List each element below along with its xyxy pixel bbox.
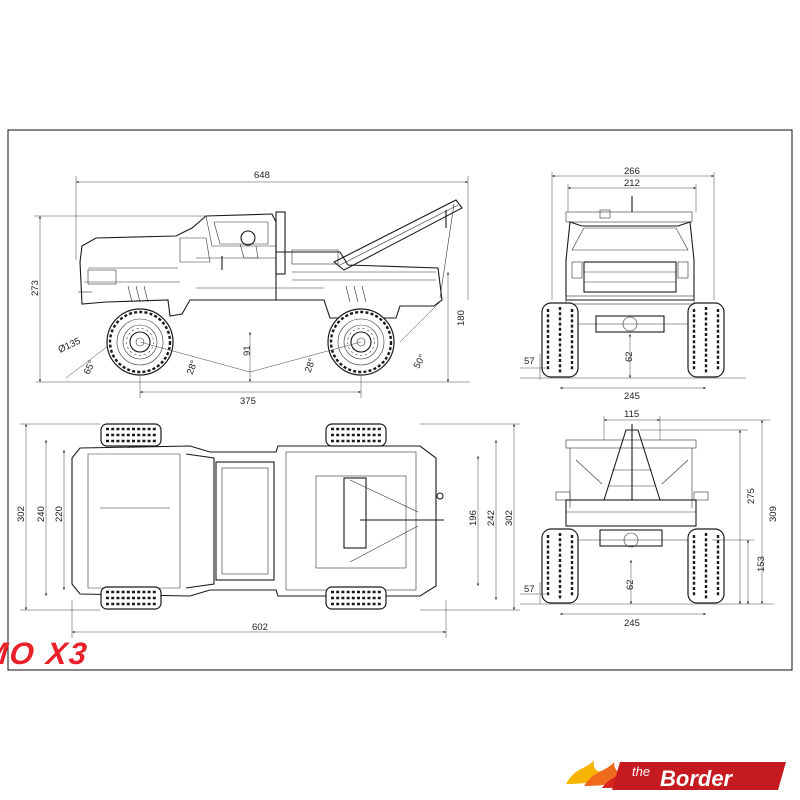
dim-side-overall-length: 648 <box>254 170 270 181</box>
dim-side-bed-height: 180 <box>456 310 467 326</box>
dim-front-width-overall: 266 <box>624 166 640 177</box>
dim-top-width-cab: 240 <box>36 506 47 522</box>
dim-side-front-ramp: 28° <box>185 359 200 376</box>
dim-side-rear-ramp: 28° <box>303 357 318 374</box>
dim-front-axle-clearance: 57 <box>524 356 535 367</box>
dim-top-width-overall: 302 <box>16 506 27 522</box>
side-view-dimensions: 648 273 Ø135 65° 28° 91 28° 50° 375 180 <box>30 170 470 407</box>
dim-side-approach-angle: 65° <box>82 359 98 377</box>
the-border-logo: the Border <box>566 760 786 791</box>
front-view-dimensions: 266 212 57 62 245 <box>520 166 746 402</box>
dim-top-width-rear-overall: 302 <box>504 510 515 526</box>
dim-side-height: 273 <box>30 280 41 296</box>
top-view-dimensions: 302 240 220 196 242 302 602 <box>16 423 520 638</box>
dim-rear-track-width: 245 <box>624 618 640 629</box>
dim-rear-diff-clearance: 62 <box>625 579 636 590</box>
top-view <box>71 422 444 611</box>
dim-front-width-cab: 212 <box>624 178 640 189</box>
dim-rear-axle-height: 153 <box>756 556 767 572</box>
logo-the: the <box>632 764 650 779</box>
front-view <box>540 196 726 379</box>
logo-border: Border <box>660 766 734 791</box>
dim-front-diff-clearance: 62 <box>624 351 635 362</box>
dim-top-width-rear: 242 <box>486 510 497 526</box>
dim-rear-height-b: 309 <box>768 506 779 522</box>
dim-side-wheelbase: 375 <box>240 396 256 407</box>
dim-rear-axle-clearance: 57 <box>524 584 535 595</box>
dim-top-width-body: 220 <box>54 506 65 522</box>
side-view <box>78 199 463 377</box>
dim-rear-height-a: 275 <box>746 488 757 504</box>
dim-top-width-bed: 196 <box>468 510 479 526</box>
rear-view-dimensions: 115 275 309 153 57 62 245 <box>520 409 779 629</box>
dim-top-length: 602 <box>252 622 268 633</box>
rear-view <box>540 424 726 605</box>
logo-shield <box>612 762 786 790</box>
dim-rear-boom-width: 115 <box>624 409 639 420</box>
dim-side-ground-clearance: 91 <box>242 345 253 356</box>
sheet-frame <box>7 129 793 671</box>
dim-side-departure-angle: 50° <box>412 353 429 371</box>
dim-front-track-width: 245 <box>624 391 640 402</box>
dim-side-wheel-diameter: Ø135 <box>57 336 83 356</box>
model-name: EMO X3 <box>0 636 90 671</box>
